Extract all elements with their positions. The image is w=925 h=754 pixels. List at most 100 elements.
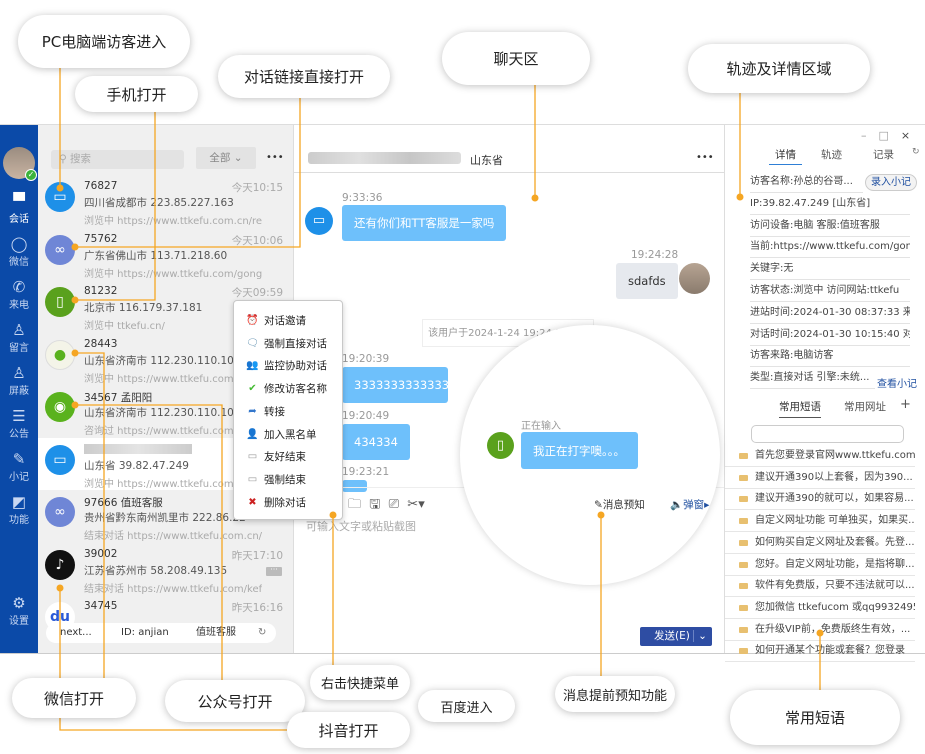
nav-item-0[interactable]: ▀会话	[0, 192, 38, 226]
context-menu-item[interactable]: 👤加入黑名单	[246, 428, 317, 441]
phrase-item[interactable]: 您加微信 ttkefucom 或qq99324957	[725, 597, 915, 619]
chat-more-button[interactable]: •••	[696, 152, 714, 163]
tab-1[interactable]: 轨迹	[821, 149, 842, 161]
add-phrase-button[interactable]: +	[900, 397, 911, 412]
phrase-bubble-icon	[739, 453, 748, 459]
nav-item-5[interactable]: ☰公告	[0, 408, 38, 441]
scissors-icon[interactable]: ✂▾	[407, 497, 425, 512]
next-link[interactable]: next...	[60, 627, 92, 638]
phrase-item[interactable]: 如何购买自定义网址及套餐。先登...	[725, 532, 915, 554]
visitor-row[interactable]: ▯ 81232 北京市 116.179.37.181 浏览中 ttkefu.cn…	[38, 280, 293, 332]
chevron-down-icon[interactable]: ⌄	[693, 630, 707, 642]
nav-item-8[interactable]: ⚙设置	[0, 595, 38, 628]
view-note-link[interactable]: 查看小记	[877, 375, 917, 390]
context-menu-item[interactable]: ✖删除对话	[246, 495, 306, 510]
menu-item-icon: ✖	[248, 496, 257, 508]
phrase-item[interactable]: 建议开通390以上套餐，因为390...	[725, 467, 915, 489]
callout-pc: PC电脑端访客进入	[18, 15, 190, 68]
edit-icon: ✎	[594, 499, 603, 511]
visitor-message: 3333333333333	[342, 367, 449, 403]
screen-icon[interactable]: ⎚	[388, 497, 400, 512]
detail-panel: –□× 详情轨迹记录 ↻ 访客名称:孙总的谷哥...IP:39.82.47.24…	[725, 125, 925, 663]
row-more-button[interactable]: ···	[266, 565, 282, 576]
callout-chat: 聊天区	[442, 32, 590, 85]
menu-item-icon: 🗨	[246, 337, 259, 349]
detail-row: 进站时间:2024-01-30 08:37:33 来...	[750, 302, 910, 324]
callout-preview: 消息提前预知功能	[555, 676, 675, 712]
refresh-icon[interactable]: ↻	[912, 147, 920, 157]
visitor-url: 结束对话 https://www.ttkefu.com.cn/	[84, 531, 262, 542]
nav-item-7[interactable]: ◩功能	[0, 493, 38, 527]
minimize-icon[interactable]: –	[861, 129, 879, 142]
nav-sidebar: ✓ ▀会话 ◯微信 ✆来电 ♙留言 ♙屏蔽 ☰公告 ✎小记 ◩功能 ⚙设置	[0, 125, 38, 653]
visitor-row[interactable]: ♪ 39002 江苏省苏州市 58.208.49.135 结束对话 https:…	[38, 543, 293, 595]
context-menu-item[interactable]: 🗨强制直接对话	[246, 337, 327, 350]
list-more-button[interactable]: •••	[266, 152, 284, 163]
phrase-item[interactable]: 建议开通390的就可以，如果容易...	[725, 488, 915, 511]
phone-icon: ✆	[12, 278, 26, 296]
visitor-location: 山东省济南市 112.230.110.109	[84, 354, 241, 367]
callout-track: 轨迹及详情区域	[688, 44, 870, 93]
context-menu-item[interactable]: ▭友好结束	[247, 451, 306, 464]
agent-avatar	[679, 263, 710, 294]
phrase-tab-1[interactable]: 常用网址	[844, 401, 886, 413]
nav-item-2[interactable]: ✆来电	[0, 278, 38, 312]
visitor-id: 75762	[84, 232, 118, 245]
context-menu-item[interactable]: ⏰对话邀请	[246, 315, 306, 327]
detail-row: 当前:https://www.ttkefu.com/gongn...	[750, 236, 910, 259]
visitor-id: 34745	[84, 600, 118, 612]
mobile-avatar-icon: ▯	[487, 432, 514, 459]
message-preview-button[interactable]: ✎消息预知	[594, 499, 645, 511]
search-placeholder: 搜索	[70, 153, 92, 165]
popup-button[interactable]: 🔈弹窗▸	[670, 499, 710, 511]
context-menu-item[interactable]: ▭强制结束	[247, 473, 306, 486]
agent-avatar[interactable]: ✓	[3, 147, 37, 181]
callout-link: 对话链接直接打开	[218, 55, 390, 98]
visitor-id: 39002	[84, 547, 118, 560]
phrase-search-input[interactable]	[751, 425, 904, 443]
context-menu-item[interactable]: 👥监控协助对话	[246, 360, 327, 373]
close-icon[interactable]: ×	[900, 129, 923, 142]
menu-item-icon: 👥	[246, 360, 259, 372]
phrase-tab-0[interactable]: 常用短语	[779, 399, 821, 418]
nav-item-6[interactable]: ✎小记	[0, 450, 38, 484]
chat-square-icon: ▀	[13, 192, 25, 210]
tab-0[interactable]: 详情	[769, 147, 802, 165]
visitor-location: 山东省济南市 112.230.110.109	[84, 407, 241, 419]
user-block-icon: ♙	[12, 364, 26, 382]
maximize-icon[interactable]: □	[878, 129, 901, 142]
send-button[interactable]: 发送(E) ⌄	[640, 627, 712, 646]
save-icon[interactable]: 🖫	[369, 497, 381, 512]
record-note-button[interactable]: 录入小记	[865, 174, 917, 191]
nav-item-1[interactable]: ◯微信	[0, 236, 38, 269]
pen-icon: ✎	[12, 450, 26, 468]
visitor-row[interactable]: ∞ 97666 值班客服 贵州省黔东南州凯里市 222.86.22 结束对话 h…	[38, 490, 293, 542]
folder-icon[interactable]: 🗀	[348, 497, 362, 512]
tab-2[interactable]: 记录	[873, 149, 894, 161]
phrase-item[interactable]: 自定义网址功能 可单独买，如果买...	[725, 510, 915, 533]
context-menu-item[interactable]: ➦转接	[246, 404, 285, 419]
phrase-bubble-icon	[739, 539, 748, 546]
phrase-item[interactable]: 您好。自定义网址功能，是指将聊...	[725, 554, 915, 576]
refresh-icon[interactable]: ↻	[258, 627, 267, 638]
phrase-item[interactable]: 首先您要登录官网www.ttkefu.com..	[725, 445, 915, 467]
typing-label: 正在输入	[521, 421, 561, 432]
window-controls: –□×	[861, 129, 922, 142]
detail-row: IP:39.82.47.249 [山东省]	[750, 193, 910, 215]
phrase-bubble-icon	[739, 518, 748, 525]
context-menu: ⏰对话邀请 🗨强制直接对话 👥监控协助对话 ✔修改访客名称 ➦转接 👤加入黑名单 ▭友好结束…	[233, 300, 343, 520]
nav-item-3[interactable]: ♙留言	[0, 322, 38, 355]
visitor-row[interactable]: ▭ 76827 四川省成都市 223.85.227.163 浏览中 https:…	[38, 175, 293, 227]
filter-dropdown[interactable]: 全部 ⌄	[196, 147, 256, 169]
visitor-name-blurred	[308, 152, 461, 164]
context-menu-item[interactable]: ✔修改访客名称	[246, 381, 327, 396]
visitor-name-blurred	[84, 443, 192, 454]
visitor-row[interactable]: ◉ 34567 孟阳阳 山东省济南市 112.230.110.109 咨询过 h…	[38, 385, 293, 437]
chart-icon: ◩	[11, 493, 27, 511]
phrase-item[interactable]: 软件有免费版，只要不违法就可以...	[725, 575, 915, 598]
detail-row: 类型:直接对话 引擎:未统...	[750, 367, 875, 390]
search-input[interactable]: ⚲ 搜索	[51, 150, 184, 169]
visitor-message: 还有你们和TT客服是一家吗	[342, 205, 507, 241]
nav-item-4[interactable]: ♙屏蔽	[0, 364, 38, 398]
chevron-down-icon: ⌄	[233, 152, 243, 164]
